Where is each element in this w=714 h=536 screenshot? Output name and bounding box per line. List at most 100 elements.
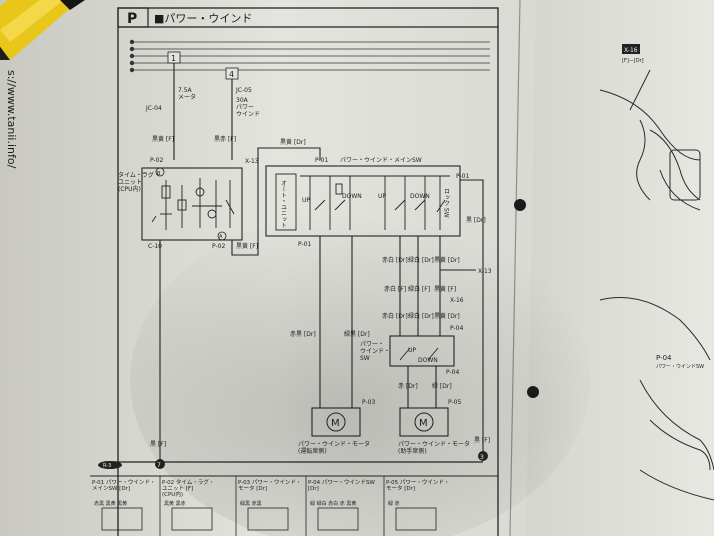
fuse-number: 1 <box>171 54 176 63</box>
connector-pins: 緑 赤 <box>388 500 400 507</box>
motor-label: パワー・ウインド・モータ(助手席側) <box>398 440 470 455</box>
connector-cell-title: P-04 パワー・ウインドSW[Dr] <box>308 478 375 492</box>
connector-label: P-03 <box>362 399 375 406</box>
down-label: DOWN <box>418 357 438 364</box>
wire-label: 黒黄 [Dr] <box>434 312 460 320</box>
motor-symbol: M <box>331 418 340 429</box>
fuse-number: 4 <box>229 70 234 79</box>
wire-label: 緑 [Dr] <box>432 382 452 390</box>
wire-label: 緑白 [F] <box>408 285 430 293</box>
main-switch-contacts <box>300 175 450 230</box>
x16-label: X-16 <box>450 297 464 304</box>
motor-label: パワー・ウインド・モータ(運転席側) <box>298 440 370 455</box>
connector-label: C-10 <box>148 243 162 250</box>
passenger-motor-box <box>399 407 449 437</box>
connector-shape <box>317 507 359 531</box>
wire-label: 緑白 [Dr] <box>408 312 434 320</box>
main-switch-title: パワー・ウインド・メインSW <box>340 156 422 164</box>
connector-tag-label: X-16 <box>624 47 638 54</box>
connector-label: P-01 <box>315 157 328 164</box>
marker-a: A <box>219 234 223 240</box>
p04-sub: パワー・ウインドSW <box>656 363 704 370</box>
p04-label: P-04 <box>656 354 672 362</box>
jc05-label: JC-05 <box>235 87 252 94</box>
timer-unit-label: タイム・ラグ・ユニット(CPU内) <box>118 171 160 193</box>
connector-tag-sub: [F]—[Dr] <box>622 58 644 64</box>
page-title: ■パワー・ウインド <box>154 12 252 25</box>
connector-shape <box>171 507 213 531</box>
connector-cell-title: P-01 パワー・ウインド・メインSW [Dr] <box>92 478 155 492</box>
connector-table <box>90 475 498 536</box>
wire-label: 黒 [F] <box>150 441 166 448</box>
connector-label: P-04 <box>450 325 463 332</box>
wire-label: 黒黄 [F] <box>434 285 456 293</box>
wire-label: 緑白 [Dr] <box>408 256 434 264</box>
wire-label: 黒黄 [Dr] <box>434 256 460 264</box>
connector-label: P-02 <box>150 157 163 164</box>
diagram-frame <box>117 7 499 536</box>
lock-sw-label: ロック SW <box>443 188 450 218</box>
connector-shape <box>395 507 437 531</box>
wire-label: 赤白 [Dr] <box>382 312 408 320</box>
power-bus <box>134 41 490 71</box>
wire-label: 緑黒 [Dr] <box>344 330 370 338</box>
connector-pins: 緑 緑白 赤白 赤 黒黄 <box>310 500 356 507</box>
wire-label: 黒 [F] <box>474 437 490 444</box>
connector-pins: 黒黄 黒赤 <box>164 500 186 507</box>
connector-label: P-01 <box>456 173 469 180</box>
down-label: DOWN <box>342 193 362 200</box>
timer-unit-box <box>141 167 243 241</box>
connector-tag <box>622 44 640 54</box>
wire-label: 赤 [Dr] <box>398 383 418 390</box>
binder-hole <box>514 199 526 211</box>
driver-motor-box <box>311 407 361 437</box>
down-label: DOWN <box>410 193 430 200</box>
hand-shadow <box>130 210 590 536</box>
wire-label: 黒黄 [F] <box>152 135 174 143</box>
ground-start-marker <box>98 461 122 469</box>
section-letter: P <box>127 11 137 27</box>
passenger-switch-label: パワー・ウインド・SW <box>360 341 390 362</box>
up-label: UP <box>378 193 386 200</box>
wire-label: 黒 [Dr] <box>466 217 486 224</box>
up-label: UP <box>302 197 310 204</box>
vehicle-harness-drawing <box>599 69 714 501</box>
wire-label: 黒黄 [F] <box>236 242 258 250</box>
connector-shape <box>247 507 289 531</box>
ground-marker: 3 <box>480 454 484 461</box>
connector-pins: 赤黒 黒黄 黒黄 <box>94 500 127 507</box>
x13-label: X-13 <box>245 158 259 165</box>
x13-label: X-13 <box>478 268 492 275</box>
connector-label: P-05 <box>448 399 461 406</box>
ground-start-label: R-3 <box>103 463 111 469</box>
auto-unit-label: オート・ユニット <box>280 180 287 228</box>
up-label: UP <box>408 347 416 354</box>
auto-unit-box <box>275 173 297 231</box>
wire-label: 赤黒 [Dr] <box>290 331 316 338</box>
connector-shape <box>101 507 143 531</box>
connector-label: P-02 <box>212 243 225 250</box>
connector-cell-title: P-02 タイム・ラグ・ユニット [F](CPU内) <box>162 478 214 498</box>
main-switch-box <box>265 165 461 237</box>
timer-internal-circuit <box>151 178 235 230</box>
jc04-label: JC-04 <box>145 105 162 112</box>
passenger-switch-box <box>389 335 455 367</box>
wire-label: 赤白 [F] <box>384 285 406 293</box>
marker-b: B <box>157 171 161 177</box>
connector-cell-title: P-03 パワー・ウインド・モータ [Dr] <box>238 478 301 492</box>
connector-pins: 緑黒 赤黒 <box>240 500 262 507</box>
marker-pen <box>0 0 85 60</box>
connector-label: P-04 <box>446 369 459 376</box>
wire-label: 黒赤 [F] <box>214 136 236 143</box>
wire-label: 赤白 [Dr] <box>382 256 408 264</box>
side-url-text: s://www.tanii.info/ <box>5 70 18 169</box>
wire-label: 黒黄 [Dr] <box>280 138 306 146</box>
connector-cell-title: P-05 パワー・ウインド・モータ [Dr] <box>386 478 449 492</box>
connector-label: P-01 <box>298 241 311 248</box>
binder-hole <box>527 386 539 398</box>
connector-cells: P-01 パワー・ウインド・メインSW [Dr] 赤黒 黒黄 黒黄 P-02 タイム… <box>92 478 449 531</box>
